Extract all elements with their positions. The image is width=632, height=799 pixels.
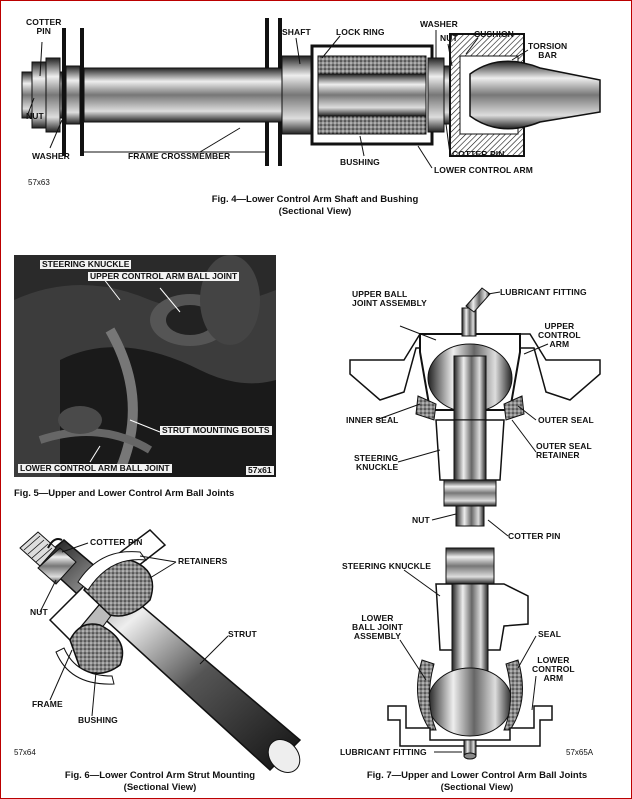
- fig6-label-nut: NUT: [30, 607, 48, 617]
- fig7-code: 57x65A: [566, 748, 594, 757]
- fig7-label-lubricant-fitting-top: LUBRICANT FITTING: [500, 287, 587, 297]
- fig4-label-torsion-bar: TORSION BAR: [528, 41, 568, 60]
- fig6-label-bushing: BUSHING: [78, 715, 118, 725]
- fig7-label-outer-seal: OUTER SEAL: [538, 415, 594, 425]
- fig7-label-lubricant-fitting-bottom: LUBRICANT FITTING: [340, 747, 427, 757]
- fig7-caption-line2: (Sectional View): [440, 782, 514, 793]
- fig4-label-cotter-pin-right: COTTER PIN: [452, 149, 505, 159]
- fig6-caption-line1: Fig. 6—Lower Control Arm Strut Mounting: [64, 770, 256, 781]
- fig7-label-cotter-pin: COTTER PIN: [508, 531, 561, 541]
- fig7-label-upper-ball-joint-assembly: UPPER BALL JOINT ASSEMBLY: [352, 289, 427, 308]
- fig5-label-strut-bolts: STRUT MOUNTING BOLTS: [160, 425, 272, 435]
- fig6-label-frame: FRAME: [32, 699, 63, 709]
- fig4-label-bushing: BUSHING: [340, 157, 380, 167]
- fig4-label-frame-crossmember: FRAME CROSSMEMBER: [128, 151, 231, 161]
- fig4-caption-line2: (Sectional View): [278, 206, 352, 217]
- fig5-caption: Fig. 5—Upper and Lower Control Arm Ball …: [14, 488, 235, 499]
- fig4-caption-line1: Fig. 4—Lower Control Arm Shaft and Bushi…: [211, 194, 419, 205]
- fig6-label-retainers: RETAINERS: [178, 556, 228, 566]
- fig6-caption-line2: (Sectional View): [123, 782, 197, 793]
- fig5-label-upper-ball-joint: UPPER CONTROL ARM BALL JOINT: [88, 271, 240, 281]
- fig7-label-steering-knuckle-top: STEERING KNUCKLE: [354, 453, 399, 472]
- fig4-code: 57x63: [28, 178, 50, 187]
- fig4-label-cushion: CUSHION: [474, 29, 514, 39]
- fig4-label-nut-left: NUT: [26, 111, 44, 121]
- fig7-label-nut: NUT: [412, 515, 430, 525]
- fig7-label-steering-knuckle-bottom: STEERING KNUCKLE: [342, 561, 431, 571]
- fig7-label-outer-seal-retainer: OUTER SEAL RETAINER: [536, 441, 592, 460]
- fig7-label-inner-seal: INNER SEAL: [346, 415, 399, 425]
- fig5-code: 57x61: [246, 465, 274, 475]
- fig4-label-lock-ring: LOCK RING: [336, 27, 385, 37]
- fig7-label-lower-control-arm: LOWER CONTROL ARM: [532, 655, 575, 683]
- fig6-label-cotter-pin: COTTER PIN: [90, 537, 143, 547]
- fig4-label-lower-control-arm: LOWER CONTROL ARM: [434, 165, 533, 175]
- fig4-label-washer-top: WASHER: [420, 19, 458, 29]
- fig5-label-lower-ball-joint: LOWER CONTROL ARM BALL JOINT: [18, 463, 172, 473]
- fig7-label-seal: SEAL: [538, 629, 562, 639]
- fig7-label-lower-ball-joint-assembly: LOWER BALL JOINT ASSEMBLY: [352, 613, 403, 641]
- fig4-label-washer-left: WASHER: [32, 151, 70, 161]
- fig5-label-steering-knuckle: STEERING KNUCKLE: [40, 259, 132, 269]
- fig6-label-strut: STRUT: [228, 629, 257, 639]
- fig7-caption-line1: Fig. 7—Upper and Lower Control Arm Ball …: [366, 770, 588, 781]
- fig4-label-nut-top: NUT: [440, 33, 458, 43]
- fig4-label-cotter-pin: COTTER PIN: [26, 17, 62, 36]
- fig7-label-upper-control-arm: UPPER CONTROL ARM: [538, 321, 581, 349]
- fig4-label-shaft: SHAFT: [282, 27, 311, 37]
- fig6-code: 57x64: [14, 748, 36, 757]
